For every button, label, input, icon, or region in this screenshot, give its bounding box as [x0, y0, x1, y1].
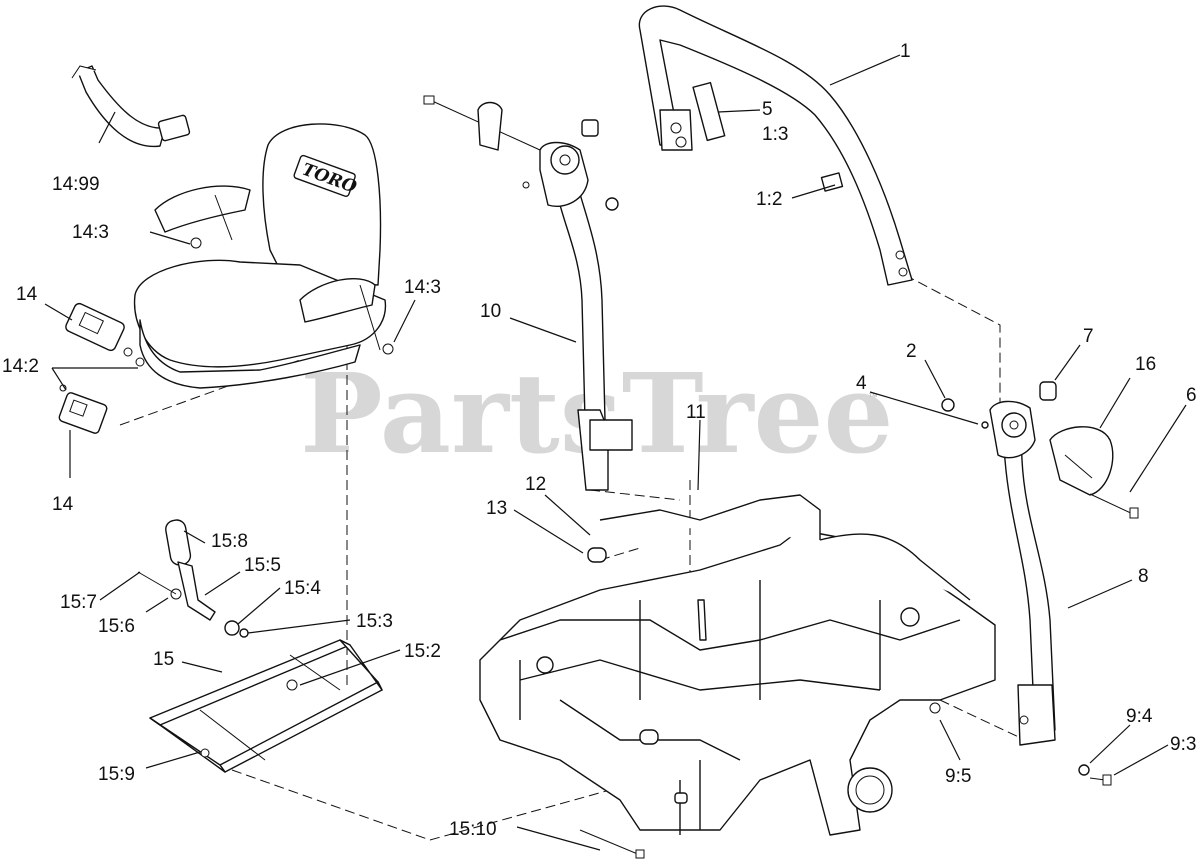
- callout-1: 1: [900, 41, 911, 62]
- callout-15-9: 15:9: [98, 764, 135, 785]
- seat-switch-upper: [65, 302, 133, 357]
- callout-1-2: 1:2: [756, 189, 782, 210]
- callout-14-lower: 14: [52, 494, 74, 515]
- callout-15-4: 15:4: [284, 578, 321, 599]
- rops-right-post: [999, 409, 1056, 746]
- watermark-trademark: ™: [868, 392, 878, 403]
- callout-13: 13: [486, 498, 507, 519]
- callout-14-2: 14:2: [2, 356, 39, 377]
- callout-9-5: 9:5: [945, 766, 971, 787]
- rops-pivot-upper: [423, 95, 619, 211]
- rops-pivot-right: [941, 381, 1139, 519]
- callout-15-8: 15:8: [211, 531, 248, 552]
- callout-15-10: 15:10: [449, 819, 497, 840]
- callout-6: 6: [1186, 385, 1197, 406]
- decal-small: [820, 172, 844, 192]
- leader-lines: [44, 54, 1187, 851]
- main-chassis-frame: [479, 494, 996, 859]
- callout-1-3: 1:3: [762, 124, 788, 145]
- callout-14-3-left: 14:3: [72, 222, 109, 243]
- callout-15-5: 15:5: [244, 555, 281, 576]
- seat-mount-frame: [149, 639, 383, 773]
- seat-assembly: TORO: [133, 123, 394, 389]
- callout-7: 7: [1083, 326, 1094, 347]
- callout-15-3: 15:3: [356, 611, 393, 632]
- washer-9-4: [1078, 764, 1090, 776]
- decal-large: [692, 81, 726, 142]
- callout-5: 5: [762, 99, 773, 120]
- callout-15-2: 15:2: [404, 641, 441, 662]
- callout-16: 16: [1135, 354, 1156, 375]
- callout-10: 10: [480, 301, 501, 322]
- bolt-9-3: [1089, 774, 1112, 786]
- callout-12: 12: [525, 474, 546, 495]
- callout-15-6: 15:6: [98, 616, 135, 637]
- seat-belt-strap: [71, 65, 191, 148]
- callout-14-3-right: 14:3: [404, 277, 441, 298]
- callout-8: 8: [1138, 566, 1149, 587]
- callout-labels: 1 5 1:3 1:2 2 4 7 16 6 8 10 11 12 13 9:4…: [2, 41, 1197, 840]
- callout-14-99: 14:99: [52, 174, 100, 195]
- callout-4: 4: [856, 373, 867, 394]
- callout-15: 15: [153, 649, 174, 670]
- callout-14-upper: 14: [16, 284, 38, 305]
- callout-15-7: 15:7: [60, 592, 97, 613]
- seat-switch-lower: [58, 384, 108, 434]
- callout-9-3: 9:3: [1170, 734, 1196, 755]
- callout-9-4: 9:4: [1126, 706, 1153, 727]
- callout-11: 11: [686, 402, 706, 423]
- callout-2: 2: [906, 341, 917, 362]
- rops-left-post: [554, 169, 633, 491]
- rops-upper-hoop: [638, 5, 913, 286]
